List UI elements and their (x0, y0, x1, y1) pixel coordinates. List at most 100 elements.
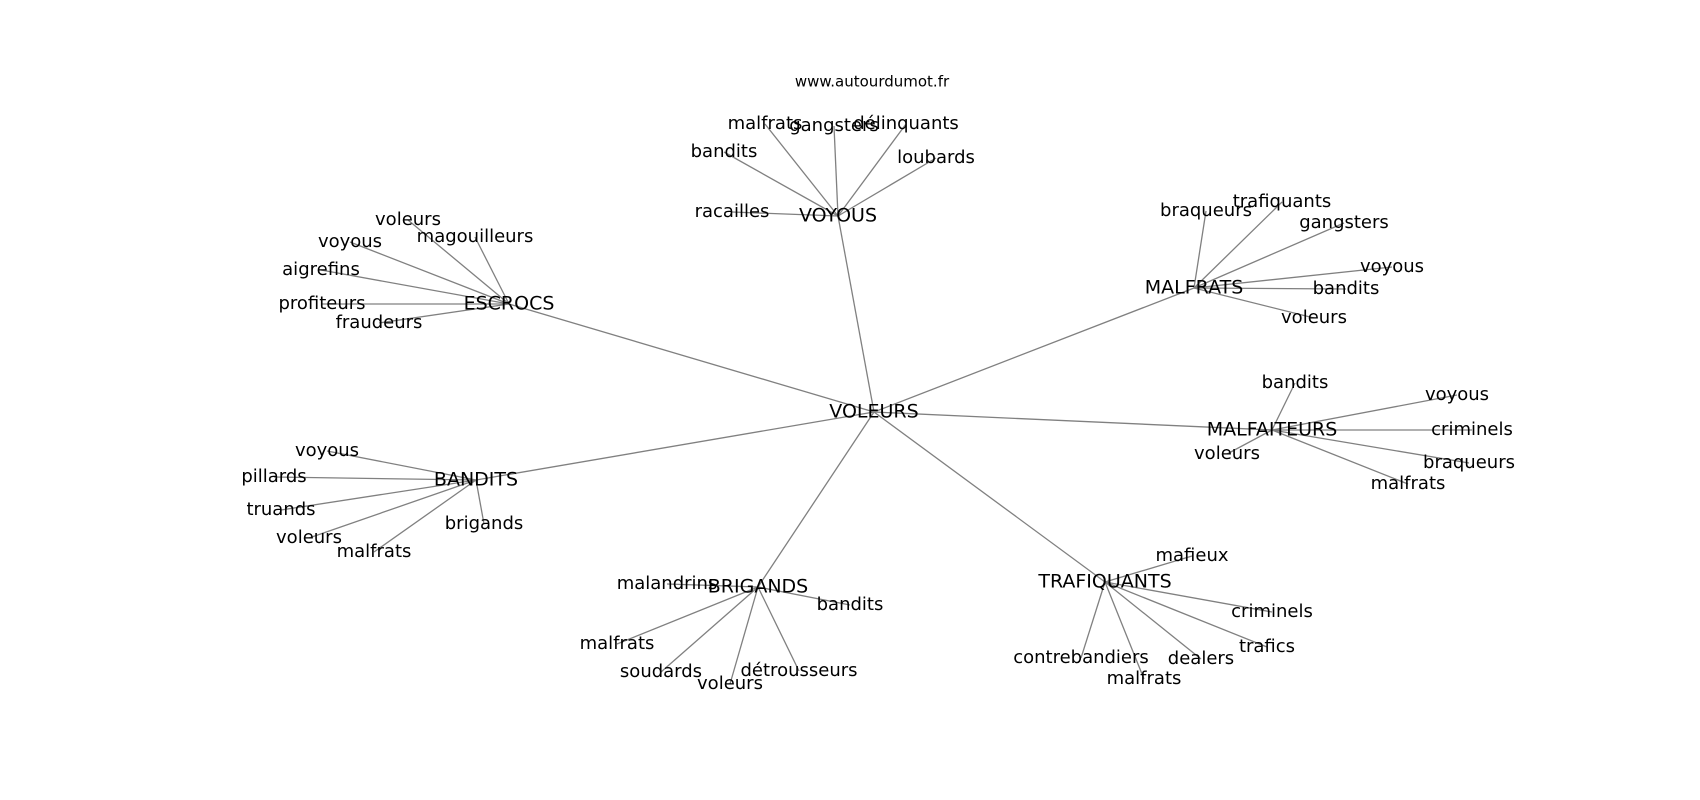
edge-trafiquants-to-leaf (1104, 555, 1193, 583)
edge-brigands-to-leaf (757, 586, 800, 672)
edge-voyous-to-leaf (833, 125, 839, 217)
edge-voyous-to-leaf (731, 211, 839, 217)
leaf-node-label: malfrats (1371, 473, 1446, 494)
edge-brigands-to-leaf (666, 583, 759, 588)
leaf-node-label: malfrats (337, 541, 412, 562)
leaf-node-label: dealers (1168, 648, 1234, 669)
edge-root-to-escrocs (508, 303, 875, 413)
leaf-node-label: voleurs (1194, 443, 1260, 464)
edge-trafiquants-to-leaf (1104, 581, 1268, 648)
edge-root-to-bandits (475, 411, 875, 481)
edge-bandits-to-leaf (280, 479, 477, 511)
edge-malfrats-to-leaf (1193, 222, 1345, 289)
hub-node-label: TRAFIQUANTS (1037, 571, 1171, 593)
leaf-node-label: truands (246, 499, 315, 520)
edge-malfrats-to-leaf (1193, 287, 1347, 290)
leaf-node-label: trafics (1239, 636, 1295, 657)
edge-root-to-brigands (757, 411, 875, 588)
edge-malfrats-to-leaf (1193, 201, 1283, 289)
leaf-node-label: braqueurs (1160, 200, 1252, 221)
leaf-node-label: malfrats (728, 113, 803, 134)
leaf-node-label: voyous (1360, 256, 1424, 277)
edge-voyous-to-leaf (837, 123, 907, 217)
leaf-node-label: soudards (620, 661, 702, 682)
leaf-node-label: bandits (1262, 372, 1329, 393)
leaf-node-label: criminels (1231, 601, 1313, 622)
edge-bandits-to-leaf (273, 476, 477, 481)
edge-malfaiteurs-to-leaf (1226, 429, 1273, 455)
edge-escrocs-to-leaf (474, 236, 510, 305)
edge-malfaiteurs-to-leaf (1271, 382, 1296, 431)
edge-malfrats-to-leaf (1193, 210, 1207, 289)
edge-bandits-to-leaf (326, 450, 477, 481)
leaf-node-label: gangsters (789, 115, 879, 136)
edge-brigands-to-leaf (729, 586, 759, 685)
edge-brigands-to-leaf (757, 586, 851, 606)
edge-malfaiteurs-to-leaf (1271, 429, 1409, 485)
edge-voyous-to-leaf (764, 123, 839, 217)
leaf-node-label: voyous (1425, 384, 1489, 405)
edge-escrocs-to-leaf (349, 241, 510, 305)
leaf-node-label: malandrins (617, 573, 718, 594)
leaf-node-label: braqueurs (1423, 452, 1515, 473)
edge-escrocs-to-leaf (320, 269, 510, 305)
leaf-node-label: malfrats (580, 633, 655, 654)
leaf-node-label: mafieux (1155, 545, 1228, 566)
edge-bandits-to-leaf (373, 479, 477, 553)
hub-node-label: VOYOUS (799, 205, 877, 227)
leaf-node-label: trafiquants (1233, 191, 1332, 212)
leaf-node-label: voleurs (375, 209, 441, 230)
leaf-node-label: racailles (695, 201, 770, 222)
leaf-node-label: profiteurs (278, 293, 365, 314)
edge-brigands-to-leaf (616, 586, 759, 645)
edge-trafiquants-to-leaf (1104, 581, 1202, 660)
edge-root-to-trafiquants (873, 411, 1106, 583)
hub-node-label: MALFAITEURS (1207, 419, 1338, 441)
edge-root-to-voyous (837, 215, 875, 413)
leaf-node-label: criminels (1431, 419, 1513, 440)
leaf-node-label: bandits (1313, 278, 1380, 299)
edge-root-to-malfaiteurs (873, 411, 1273, 431)
leaf-node-label: voleurs (697, 673, 763, 694)
leaf-node-label: détrousseurs (741, 660, 858, 681)
edge-malfrats-to-leaf (1193, 266, 1393, 289)
leaf-node-label: magouilleurs (417, 226, 534, 247)
leaf-node-label: malfrats (1107, 668, 1182, 689)
leaf-node-label: fraudeurs (336, 312, 423, 333)
edge-escrocs-to-leaf (407, 219, 510, 305)
leaf-node-label: bandits (817, 594, 884, 615)
credit-text: www.autourdumot.fr (795, 73, 950, 91)
hub-node-label: ESCROCS (464, 293, 555, 315)
leaf-node-label: pillards (241, 466, 306, 487)
edge-escrocs-to-leaf (378, 303, 510, 324)
edge-voyous-to-leaf (723, 151, 839, 217)
hub-node-label: BANDITS (434, 469, 518, 491)
edge-voyous-to-leaf (837, 157, 937, 217)
leaf-node-label: aigrefins (282, 259, 360, 280)
leaf-node-label: gangsters (1299, 212, 1389, 233)
leaf-node-label: loubards (897, 147, 975, 168)
edge-trafiquants-to-leaf (1080, 581, 1106, 659)
root-node-label: VOLEURS (829, 401, 918, 423)
edge-malfrats-to-leaf (1193, 287, 1315, 319)
leaf-node-label: contrebandiers (1013, 647, 1149, 668)
leaf-node-label: brigands (445, 513, 524, 534)
edge-malfaiteurs-to-leaf (1271, 429, 1470, 464)
leaf-node-label: voleurs (1281, 307, 1347, 328)
edge-bandits-to-leaf (475, 479, 485, 525)
leaf-node-label: voleurs (276, 527, 342, 548)
leaf-node-label: voyous (295, 440, 359, 461)
edge-bandits-to-leaf (308, 479, 477, 539)
edge-brigands-to-leaf (660, 586, 759, 673)
edge-trafiquants-to-leaf (1104, 581, 1273, 613)
edge-malfaiteurs-to-leaf (1271, 394, 1458, 431)
leaf-node-label: délinquants (853, 113, 959, 134)
graph-edges (273, 123, 1472, 685)
edge-trafiquants-to-leaf (1104, 581, 1145, 680)
hub-node-label: MALFRATS (1145, 277, 1244, 299)
edge-root-to-malfrats (873, 287, 1195, 413)
hub-node-label: BRIGANDS (708, 576, 808, 598)
leaf-node-label: voyous (318, 231, 382, 252)
